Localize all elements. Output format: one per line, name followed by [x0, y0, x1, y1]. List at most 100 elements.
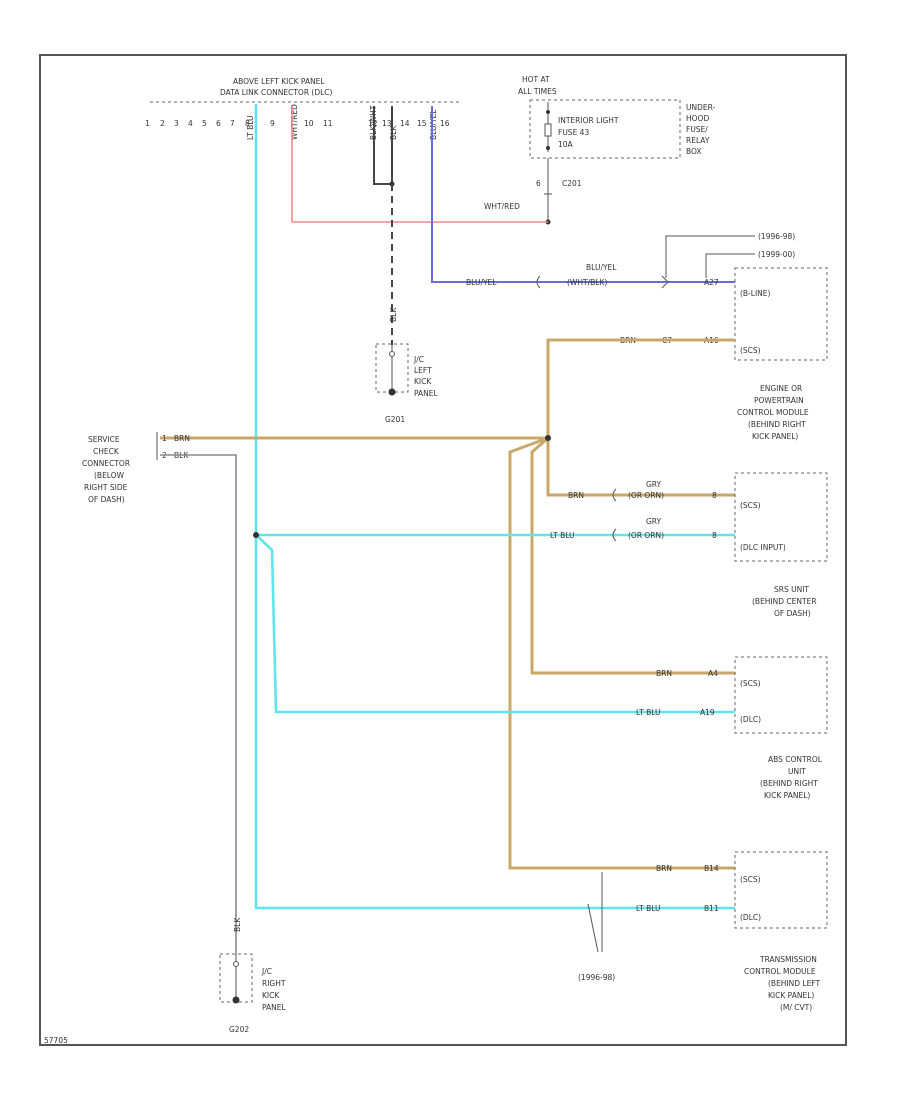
dlc-pin-7: 7 [230, 119, 235, 128]
abs-control-unit: (SCS) (DLC) BRN A4 LT BLU A19 ABS CONTRO… [636, 656, 828, 800]
wire-brn-tcm [508, 436, 735, 870]
abs-pin2: A19 [700, 708, 715, 717]
ecm-box [734, 267, 828, 361]
dlc-title-line2: DATA LINK CONNECTOR (DLC) [220, 88, 333, 97]
srs-unit: (SCS) (DLC INPUT) BRN GRY (OR ORN) 8 LT … [550, 472, 828, 618]
dlc-pin-16: 16 [440, 119, 450, 128]
dlc-pin-5: 5 [202, 119, 207, 128]
c201-name: C201 [562, 179, 582, 188]
g202-label-line4: PANEL [262, 1003, 287, 1012]
blu-yel-label-bottom: (WHT/BLK) [567, 278, 607, 287]
srs-name-line3: OF DASH) [774, 609, 811, 618]
scc-line1: SERVICE [88, 435, 120, 444]
scc-line4: (BELOW [94, 471, 125, 480]
ecm-scs-label: (SCS) [740, 346, 761, 355]
blu-yel-connector-mark [536, 275, 541, 289]
fuse-box-name-line2: HOOD [686, 114, 709, 123]
tcm-pin1: B14 [704, 864, 719, 873]
diagram-frame [39, 54, 847, 1046]
srs-dlc-label: (DLC INPUT) [740, 543, 786, 552]
tcm-module: (SCS) (DLC) BRN B14 LT BLU B11 (1996-98)… [578, 851, 828, 1012]
srs-wire2-alt: (OR ORN) [628, 531, 664, 540]
wht-red-wire-label: WHT/RED [484, 202, 520, 211]
abs-name-line1: ABS CONTROL [768, 755, 823, 764]
fuse-top-dot [546, 110, 550, 114]
blu-yel-year2: (1999-00) [758, 250, 795, 259]
dlc-title-line1: ABOVE LEFT KICK PANEL [233, 77, 325, 86]
ground-g202: BLK J/C RIGHT KICK PANEL G202 [219, 917, 287, 1034]
tcm-year-pointer [587, 872, 603, 953]
tcm-year-label: (1996-98) [578, 973, 615, 982]
dlc-pin-3: 3 [174, 119, 179, 128]
fuse-box-section: HOT AT ALL TIMES INTERIOR LIGHT FUSE 43 … [484, 75, 716, 225]
fuse-box-name-line3: FUSE/ [686, 125, 708, 134]
scc-pin1-wire: BRN [174, 434, 190, 443]
ecm-name-line1: ENGINE OR [760, 384, 802, 393]
fuse-box-outline [529, 99, 681, 159]
dlc-pin-numbers: 1 2 3 4 5 6 7 8 9 10 11 12 13 14 15 16 [145, 119, 450, 128]
tcm-scs-label: (SCS) [740, 875, 761, 884]
dlc-pin-1: 1 [145, 119, 150, 128]
ecm-bline-label: (B-LINE) [740, 289, 771, 298]
dlc-pin-2: 2 [160, 119, 165, 128]
abs-name-line2: UNIT [788, 767, 806, 776]
ground-g201: BLK J/C LEFT KICK PANEL G201 [375, 307, 439, 424]
srs-wire1: BRN [568, 491, 584, 500]
g201-name: G201 [385, 415, 405, 424]
blu-yel-branch: BLU/YEL BLU/YEL (WHT/BLK) A27 (1996-98) … [466, 232, 795, 289]
ecm-module: (B-LINE) (SCS) BRN C7 A16 ENGINE OR POWE… [620, 267, 828, 441]
dlc-pin-4: 4 [188, 119, 193, 128]
g202-bottom-dot [232, 996, 240, 1004]
abs-wire1: BRN [656, 669, 672, 678]
abs-pin1: A4 [708, 669, 718, 678]
service-check-connector: SERVICE CHECK CONNECTOR (BELOW RIGHT SID… [82, 432, 190, 504]
srs-conn1-mark [612, 488, 617, 502]
abs-name-line3: (BEHIND RIGHT [760, 779, 818, 788]
dlc-pin-14: 14 [400, 119, 410, 128]
g201-label-line2: LEFT [414, 366, 432, 375]
ecm-name-line3: CONTROL MODULE [737, 408, 809, 417]
dlc-connector: ABOVE LEFT KICK PANEL DATA LINK CONNECTO… [145, 77, 460, 140]
c201-pin: 6 [536, 179, 541, 188]
scc-line3: CONNECTOR [82, 459, 130, 468]
g201-wire-label: BLK [389, 307, 398, 322]
ecm-name-line2: POWERTRAIN [754, 396, 804, 405]
fuse-icon [544, 123, 552, 137]
g202-label-line1: J/C [261, 967, 272, 976]
tcm-name-line4: KICK PANEL) [768, 991, 814, 1000]
tcm-name-line1: TRANSMISSION [759, 955, 817, 964]
g202-top-dot [233, 961, 239, 967]
srs-wire1-alt-top: GRY [646, 480, 662, 489]
dlc-pin13-wire-label: BLK [389, 125, 398, 140]
blu-yel-label-left: BLU/YEL [466, 278, 497, 287]
dlc-pin16-wire-label: BLU/YEL [429, 109, 438, 140]
dlc-pin-11: 11 [323, 119, 333, 128]
g201-label-line3: KICK [414, 377, 432, 386]
dlc-pin-8: 8 [245, 119, 250, 128]
fuse-label-line3: 10A [558, 140, 574, 149]
scc-line6: OF DASH) [88, 495, 125, 504]
srs-pin2: 8 [712, 531, 717, 540]
wire-lt-blu-abs [255, 534, 735, 714]
scc-pin1: 1 [162, 434, 167, 443]
dlc-pin-10: 10 [304, 119, 314, 128]
wire-lt-blu-trunk [254, 104, 735, 910]
fuse-box-name-line1: UNDER- [686, 103, 716, 112]
dlc-pin-6: 6 [216, 119, 221, 128]
srs-wire2: LT BLU [550, 531, 575, 540]
srs-wire2-alt-top: GRY [646, 517, 662, 526]
wire-wht-red [291, 106, 548, 223]
g202-label-line3: KICK [262, 991, 280, 1000]
fuse-box-name-line4: RELAY [686, 136, 710, 145]
scc-line5: RIGHT SIDE [84, 483, 128, 492]
srs-scs-label: (SCS) [740, 501, 761, 510]
srs-name-line2: (BEHIND CENTER [752, 597, 817, 606]
srs-name-line1: SRS UNIT [774, 585, 809, 594]
abs-name-line4: KICK PANEL) [764, 791, 810, 800]
scc-line2: CHECK [93, 447, 120, 456]
figure-id: 57705 [44, 1036, 68, 1045]
wire-brn-srs [546, 438, 735, 497]
g202-name: G202 [229, 1025, 249, 1034]
hot-at-line1: HOT AT [522, 75, 550, 84]
